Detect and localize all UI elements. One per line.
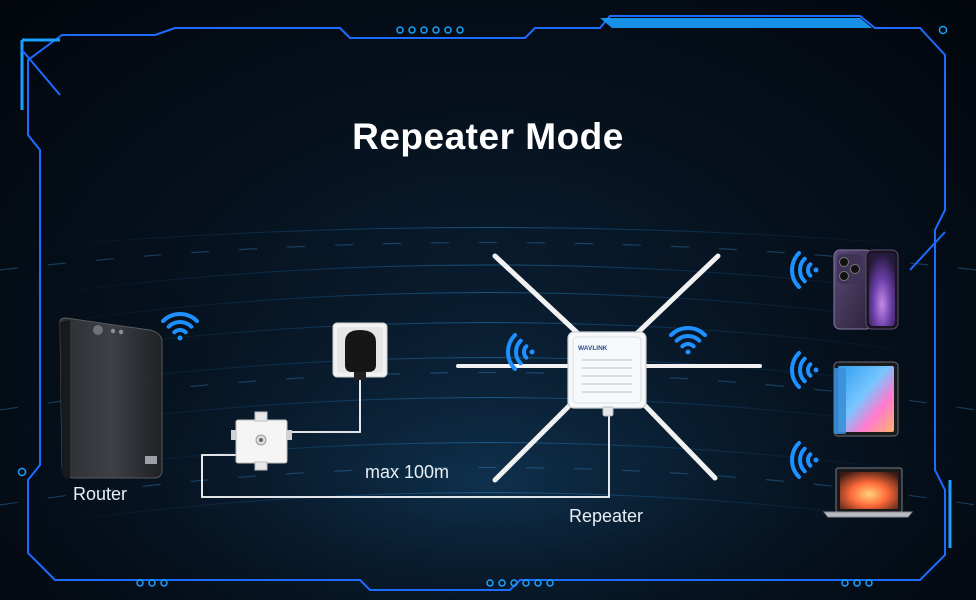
tablet-wifi-icon <box>790 351 819 389</box>
laptop-icon <box>822 467 914 518</box>
distance-label: max 100m <box>365 462 450 482</box>
repeater-wifi-right-icon <box>669 326 707 355</box>
repeater-brand: WAVLINK <box>578 345 608 352</box>
tablet-icon <box>833 361 899 437</box>
diagram-title: Repeater Mode <box>352 116 624 157</box>
repeater-label: Repeater <box>569 506 644 526</box>
power-cable <box>287 378 361 433</box>
repeater-wifi-left-icon <box>506 333 535 371</box>
router-label: Router <box>73 484 128 504</box>
phone-wifi-icon <box>790 251 819 289</box>
smartphone-icon <box>833 249 899 330</box>
laptop-wifi-icon <box>790 441 819 479</box>
router-cable <box>201 415 610 498</box>
